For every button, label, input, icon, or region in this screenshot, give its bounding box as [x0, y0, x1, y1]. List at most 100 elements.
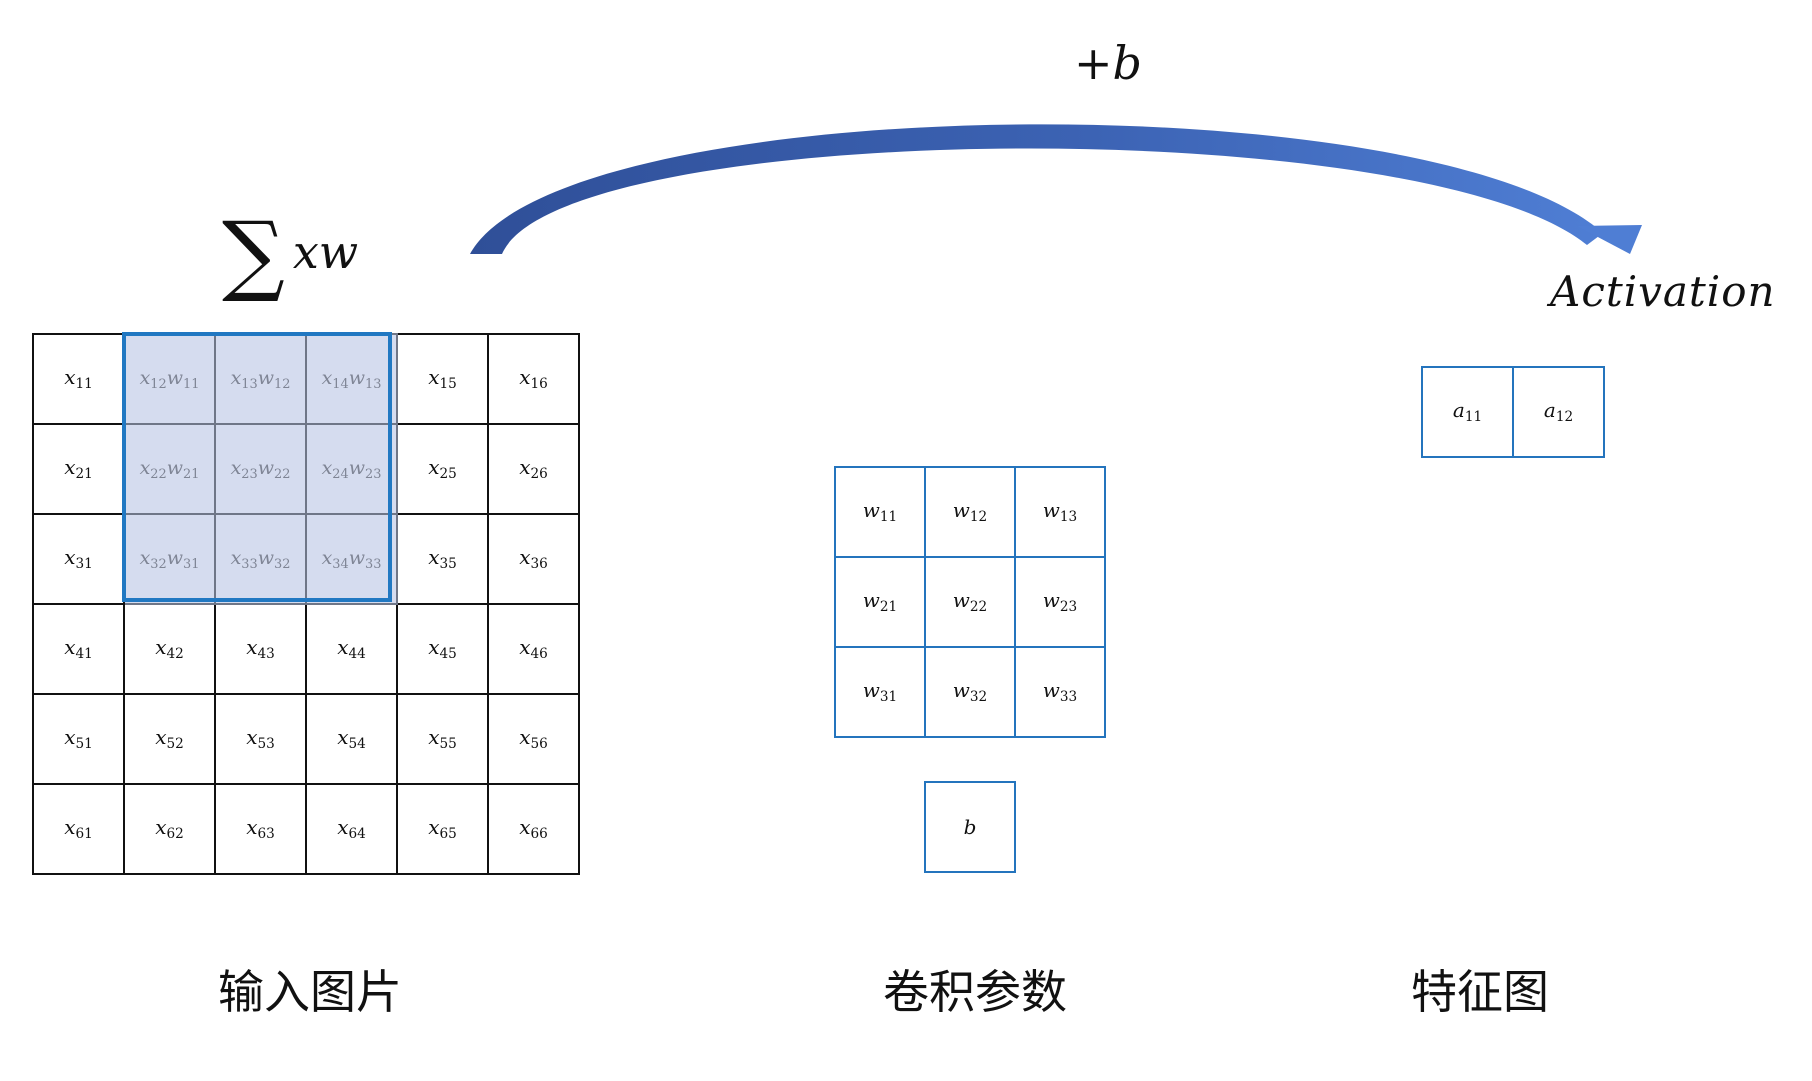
cell-subscript: 63: [257, 826, 275, 843]
cell-var: x: [428, 725, 440, 750]
cell-var: x: [230, 456, 242, 479]
cell-subscript: 24: [332, 466, 349, 482]
cell-subscript: 12: [150, 376, 167, 392]
bias-arrow-head: [1577, 225, 1642, 254]
caption-feature-map: 特征图: [1411, 965, 1549, 1019]
cell-var: x: [519, 365, 531, 390]
cell-var: x: [139, 546, 151, 569]
sum-formula-text: xw: [292, 225, 359, 279]
cell-subscript: 32: [150, 556, 167, 572]
cell-var: w: [952, 588, 970, 613]
cell-subscript: 12: [1555, 409, 1574, 426]
input-grid-cell-5-4: x54: [305, 693, 398, 785]
cell-var: x: [246, 635, 258, 660]
cell-subscript: 33: [241, 556, 258, 572]
cell-var: w: [862, 498, 880, 523]
cell-var: x: [246, 815, 258, 840]
input-grid-cell-4-2: x42: [123, 603, 216, 695]
cell-subscript: 62: [166, 826, 184, 843]
cell-subscript: 44: [348, 646, 366, 663]
cell-subscript: 23: [1059, 599, 1078, 616]
cell-var: w: [952, 678, 970, 703]
cell-subscript: 41: [75, 646, 93, 663]
cell-var: x: [321, 366, 333, 389]
cell-var: x: [64, 455, 76, 480]
bias-arrow-body: [470, 124, 1603, 254]
cell-subscript: 11: [1464, 409, 1483, 426]
feature-grid-cell-1-1: a11: [1421, 366, 1514, 458]
cell-var: x: [139, 456, 151, 479]
cell-var: x: [155, 815, 167, 840]
cell-weight-var: w: [166, 366, 183, 389]
cell-var: x: [246, 725, 258, 750]
cell-var: x: [230, 546, 242, 569]
input-grid-cell-2-4: x24w23: [305, 423, 398, 515]
cell-weight-subscript: 21: [182, 466, 200, 482]
cell-subscript: 22: [969, 599, 988, 616]
cell-var: x: [139, 366, 151, 389]
bias-grid-cell-1-1: b: [924, 781, 1016, 873]
cell-var: w: [862, 588, 880, 613]
cell-subscript: 22: [150, 466, 167, 482]
cell-subscript: 34: [332, 556, 349, 572]
input-grid-cell-6-3: x63: [214, 783, 307, 875]
input-grid-cell-5-1: x51: [32, 693, 125, 785]
caption-input-image: 输入图片: [218, 965, 402, 1019]
cell-weight-var: w: [257, 546, 274, 569]
cell-var: x: [337, 815, 349, 840]
cell-weight-var: w: [257, 366, 274, 389]
input-grid-cell-3-5: x35: [396, 513, 489, 605]
cell-weight-var: w: [257, 456, 274, 479]
cell-subscript: 54: [348, 736, 366, 753]
cell-var: x: [519, 545, 531, 570]
bias-grid-row: b: [924, 781, 1016, 873]
cell-weight-var: w: [348, 546, 365, 569]
kernel-grid-cell-1-2: w12: [924, 466, 1016, 558]
cell-weight-var: w: [348, 456, 365, 479]
cell-subscript: 21: [75, 466, 93, 483]
cell-weight-subscript: 32: [273, 556, 291, 572]
cell-var: w: [1042, 678, 1060, 703]
cell-var: x: [519, 455, 531, 480]
cell-weight-subscript: 23: [364, 466, 382, 482]
input-grid-cell-6-4: x64: [305, 783, 398, 875]
cell-var: x: [321, 456, 333, 479]
bias-cell: b: [924, 781, 1016, 873]
input-grid-cell-2-1: x21: [32, 423, 125, 515]
cell-var: x: [337, 725, 349, 750]
plus-b-formula: +b: [1074, 36, 1142, 90]
cell-weight-subscript: 33: [364, 556, 382, 572]
cell-subscript: 52: [166, 736, 184, 753]
kernel-grid-cell-1-3: w13: [1014, 466, 1106, 558]
cell-subscript: 25: [439, 466, 457, 483]
kernel-grid-cell-3-1: w31: [834, 646, 926, 738]
cell-subscript: 13: [241, 376, 258, 392]
input-grid-cell-1-4: x14w13: [305, 333, 398, 425]
input-grid-cell-3-4: x34w33: [305, 513, 398, 605]
kernel-grid-cell-3-2: w32: [924, 646, 1016, 738]
input-grid-cell-5-3: x53: [214, 693, 307, 785]
kernel-grid-cell-2-2: w22: [924, 556, 1016, 648]
input-grid-cell-6-6: x66: [487, 783, 580, 875]
kernel-grid-cell-3-3: w33: [1014, 646, 1106, 738]
input-grid-cell-1-2: x12w11: [123, 333, 216, 425]
cell-subscript: 31: [879, 689, 898, 706]
cell-var: x: [321, 546, 333, 569]
input-grid-cell-3-6: x36: [487, 513, 580, 605]
input-grid-cell-3-2: x32w31: [123, 513, 216, 605]
cell-var: x: [428, 455, 440, 480]
cell-weight-var: w: [166, 456, 183, 479]
cell-subscript: 21: [879, 599, 898, 616]
cell-subscript: 15: [439, 376, 457, 393]
input-grid-cell-6-1: x61: [32, 783, 125, 875]
input-grid-cell-5-5: x55: [396, 693, 489, 785]
